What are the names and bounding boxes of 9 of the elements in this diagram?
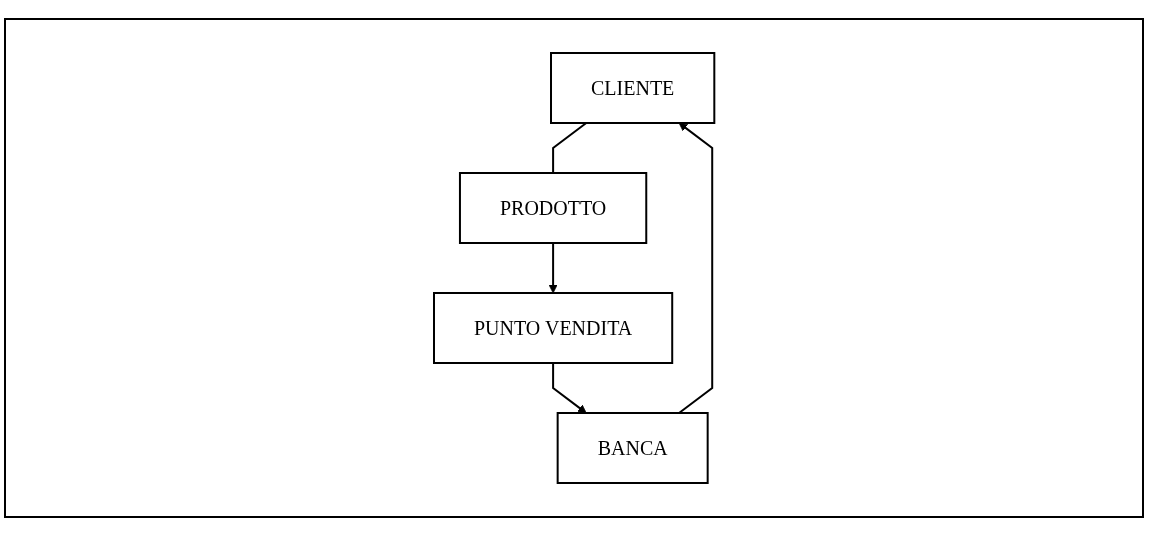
node-box [556,412,709,484]
node-box [549,52,716,124]
node-box [458,172,648,244]
arrow [677,122,714,414]
arrow [551,362,587,414]
arrow [548,242,558,294]
connector [551,122,588,174]
diagram-frame: CLIENTE PRODOTTO PUNTO VENDITA BANCA [4,18,1144,518]
node-box [432,292,674,364]
